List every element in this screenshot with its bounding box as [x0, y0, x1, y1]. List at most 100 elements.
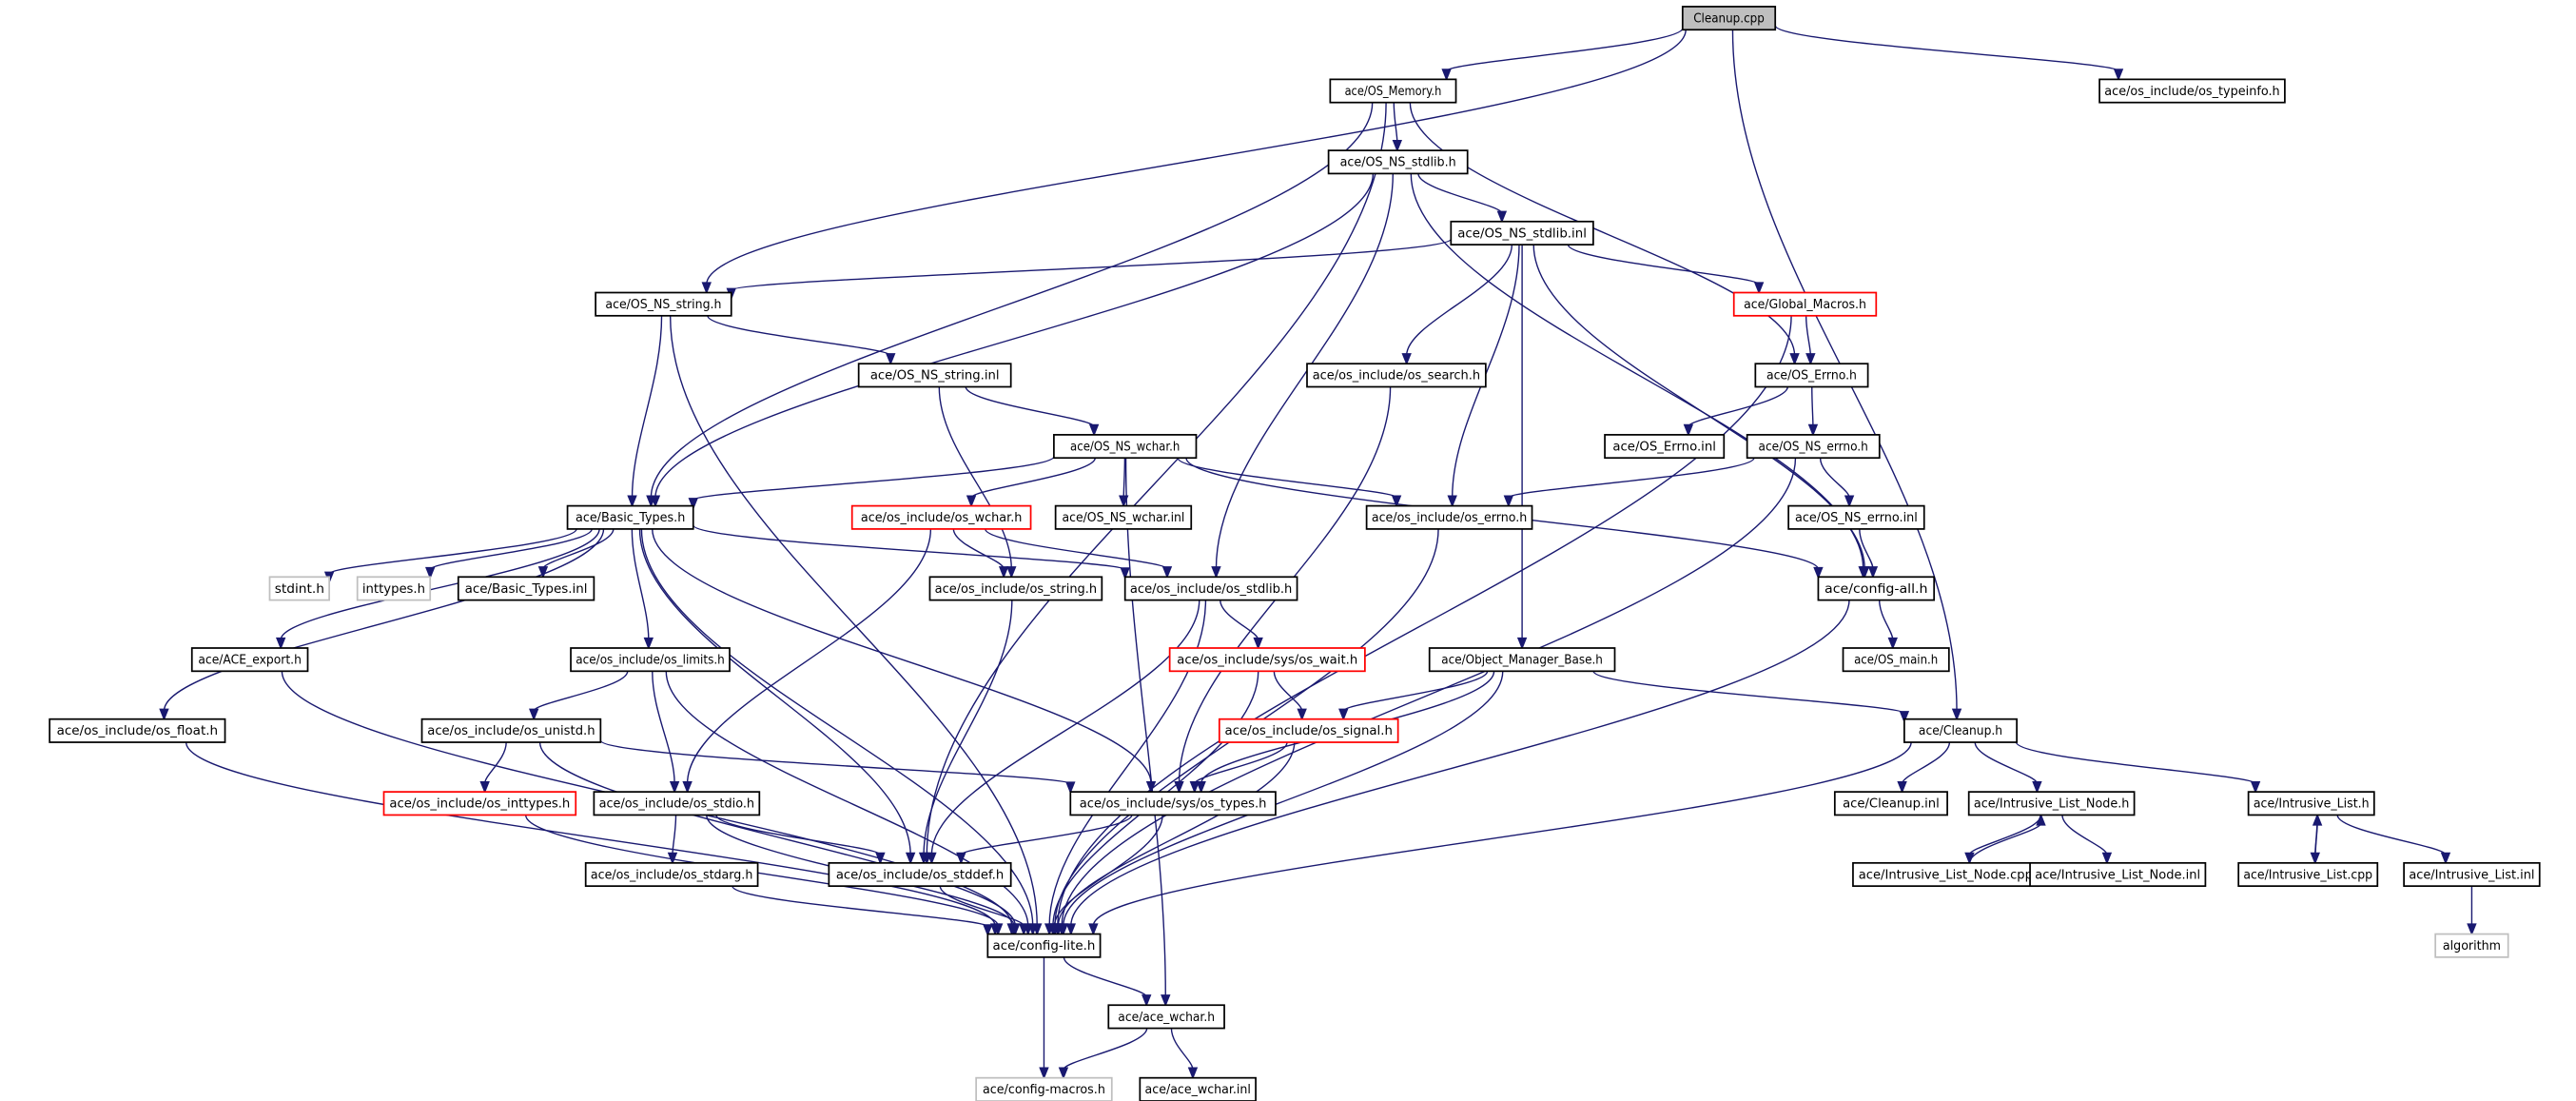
node-os-search-h[interactable]: ace/os_include/os_search.h	[1306, 363, 1487, 388]
arrowhead-icon	[1196, 781, 1206, 795]
node-label: ace/Basic_Types.inl	[465, 582, 588, 597]
node-os-ns-stdlib-h[interactable]: ace/OS_NS_stdlib.h	[1327, 149, 1469, 175]
arrowhead-icon	[956, 852, 966, 865]
node-os-types-h[interactable]: ace/os_include/sys/os_types.h	[1069, 791, 1277, 816]
edge-cleanup_h-to-intrusive_list_node_h	[1974, 741, 2042, 795]
node-os-ns-wchar-inl[interactable]: ace/OS_NS_wchar.inl	[1054, 504, 1193, 530]
edge-line	[1417, 173, 1503, 214]
node-os-memory-h[interactable]: ace/OS_Memory.h	[1329, 78, 1457, 104]
node-algorithm[interactable]: algorithm	[2434, 933, 2509, 958]
arrowhead-icon	[1391, 495, 1402, 508]
node-config-lite-h[interactable]: ace/config-lite.h	[986, 933, 1102, 958]
node-os-main-h[interactable]: ace/OS_main.h	[1842, 647, 1950, 673]
arrowhead-icon	[1120, 567, 1130, 580]
node-global-macros-h[interactable]: ace/Global_Macros.h	[1732, 291, 1878, 317]
node-label: ace/Intrusive_List_Node.h	[1974, 797, 2129, 812]
node-label: ace/os_include/sys/os_wait.h	[1177, 654, 1357, 668]
edge-line	[1092, 741, 1912, 926]
edge-os_ns_wchar_h-to-basic_types_h	[688, 456, 1055, 511]
node-intrusive-list-cpp[interactable]: ace/Intrusive_List.cpp	[2237, 861, 2379, 888]
edge-line	[926, 102, 1387, 855]
arrowhead-icon	[701, 282, 712, 295]
node-os-wchar-h[interactable]: ace/os_include/os_wchar.h	[850, 504, 1032, 530]
edge-line	[1048, 600, 1207, 926]
arrowhead-icon	[1338, 708, 1349, 721]
node-os-stdlib-h[interactable]: ace/os_include/os_stdlib.h	[1123, 576, 1298, 601]
edge-os_ns_stdlib_inl-to-global_macros_h	[1567, 244, 1765, 295]
node-basic-types-inl[interactable]: ace/Basic_Types.inl	[457, 576, 595, 601]
node-cleanup-cpp[interactable]: Cleanup.cpp	[1681, 6, 1777, 31]
node-os-stdio-h[interactable]: ace/os_include/os_stdio.h	[593, 791, 761, 816]
node-os-ns-stdlib-inl[interactable]: ace/OS_NS_stdlib.inl	[1450, 220, 1594, 246]
node-config-macros-h[interactable]: ace/config-macros.h	[975, 1076, 1113, 1101]
arrowhead-icon	[425, 566, 436, 580]
node-box	[1852, 861, 2039, 888]
edge-os_types_h-to-os_stddef_h	[956, 815, 1133, 865]
node-os-wait-h[interactable]: ace/os_include/sys/os_wait.h	[1168, 647, 1366, 673]
node-os-inttypes-h[interactable]: ace/os_include/os_inttypes.h	[382, 791, 577, 816]
node-cleanup-inl[interactable]: ace/Cleanup.inl	[1833, 791, 1948, 816]
edge-basic_types_h-to-os_types_h	[652, 528, 1157, 795]
arrowhead-icon	[1807, 423, 1819, 437]
node-config-all-h[interactable]: ace/config-all.h	[1817, 576, 1936, 601]
edge-line	[960, 815, 1133, 855]
edge-line	[686, 528, 932, 784]
edge-global_macros_h-to-config_lite_h	[1052, 315, 1792, 936]
node-label: ace/OS_NS_errno.h	[1759, 440, 1868, 454]
edge-os_ns_string_h-to-basic_types_h	[627, 315, 663, 508]
node-os-typeinfo-h[interactable]: ace/os_include/os_typeinfo.h	[2098, 78, 2286, 104]
node-os-errno-inl[interactable]: ace/OS_Errno.inl	[1604, 434, 1726, 460]
node-os-float-h[interactable]: ace/os_include/os_float.h	[49, 718, 226, 743]
node-stdint-h[interactable]: stdint.h	[268, 576, 330, 601]
node-os-include-errno-h[interactable]: ace/os_include/os_errno.h	[1365, 504, 1533, 530]
node-label: ace/OS_Errno.inl	[1612, 440, 1716, 454]
node-intrusive-list-h[interactable]: ace/Intrusive_List.h	[2247, 791, 2375, 816]
node-intrusive-list-node-inl[interactable]: ace/Intrusive_List_Node.inl	[2029, 861, 2207, 888]
node-label: ace/OS_NS_errno.inl	[1795, 511, 1918, 525]
node-box	[1833, 791, 1948, 816]
edge-line	[1409, 102, 1796, 356]
node-os-stddef-h[interactable]: ace/os_include/os_stddef.h	[828, 861, 1012, 888]
node-cleanup-h[interactable]: ace/Cleanup.h	[1903, 718, 2019, 743]
edge-line	[1805, 315, 1812, 356]
node-box	[1054, 504, 1193, 530]
node-label: ace/os_include/os_inttypes.h	[389, 797, 570, 812]
node-os-ns-errno-h[interactable]: ace/OS_NS_errno.h	[1746, 434, 1881, 460]
edge-line	[483, 741, 507, 784]
node-os-errno-h[interactable]: ace/OS_Errno.h	[1754, 363, 1869, 388]
arrowhead-icon	[1951, 708, 1962, 721]
arrowhead-icon	[1813, 566, 1824, 580]
node-basic-types-h[interactable]: ace/Basic_Types.h	[566, 504, 694, 530]
node-os-ns-string-inl[interactable]: ace/OS_NS_string.inl	[857, 363, 1012, 388]
node-box	[1967, 791, 2136, 816]
node-os-unistd-h[interactable]: ace/os_include/os_unistd.h	[420, 718, 602, 743]
arrowhead-icon	[1019, 923, 1029, 936]
node-os-string-h[interactable]: ace/os_include/os_string.h	[928, 576, 1103, 601]
node-os-ns-errno-inl[interactable]: ace/OS_NS_errno.inl	[1787, 504, 1925, 530]
node-os-ns-wchar-h[interactable]: ace/OS_NS_wchar.h	[1053, 434, 1198, 460]
node-label: ace/os_include/os_typeinfo.h	[2104, 85, 2279, 99]
node-label: ace/OS_NS_wchar.h	[1070, 440, 1180, 454]
node-label: ace/OS_Errno.h	[1766, 369, 1857, 383]
node-box	[1746, 434, 1881, 460]
node-box	[2403, 861, 2541, 888]
node-ace-wchar-inl[interactable]: ace/ace_wchar.inl	[1139, 1076, 1257, 1101]
node-ace-export-h[interactable]: ace/ACE_export.h	[190, 647, 309, 673]
node-inttypes-h[interactable]: inttypes.h	[356, 576, 432, 601]
node-object-manager-base-h[interactable]: ace/Object_Manager_Base.h	[1428, 647, 1616, 673]
node-label: ace/config-macros.h	[983, 1083, 1105, 1097]
node-os-limits-h[interactable]: ace/os_include/os_limits.h	[570, 647, 731, 673]
node-ace-wchar-h[interactable]: ace/ace_wchar.h	[1107, 1004, 1225, 1030]
edge-line	[1901, 741, 1951, 784]
node-os-stdarg-h[interactable]: ace/os_include/os_stdarg.h	[584, 861, 759, 888]
node-box	[566, 504, 694, 530]
node-os-signal-h[interactable]: ace/os_include/os_signal.h	[1218, 718, 1399, 743]
node-intrusive-list-inl[interactable]: ace/Intrusive_List.inl	[2403, 861, 2541, 888]
edge-line	[1688, 386, 1788, 427]
node-intrusive-list-node-cpp[interactable]: ace/Intrusive_List_Node.cpp	[1852, 861, 2039, 888]
arrowhead-icon	[1142, 994, 1152, 1008]
node-intrusive-list-node-h[interactable]: ace/Intrusive_List_Node.h	[1967, 791, 2136, 816]
node-os-ns-string-h[interactable]: ace/OS_NS_string.h	[595, 291, 732, 317]
edge-line	[938, 386, 1012, 569]
edge-line	[669, 315, 1038, 926]
